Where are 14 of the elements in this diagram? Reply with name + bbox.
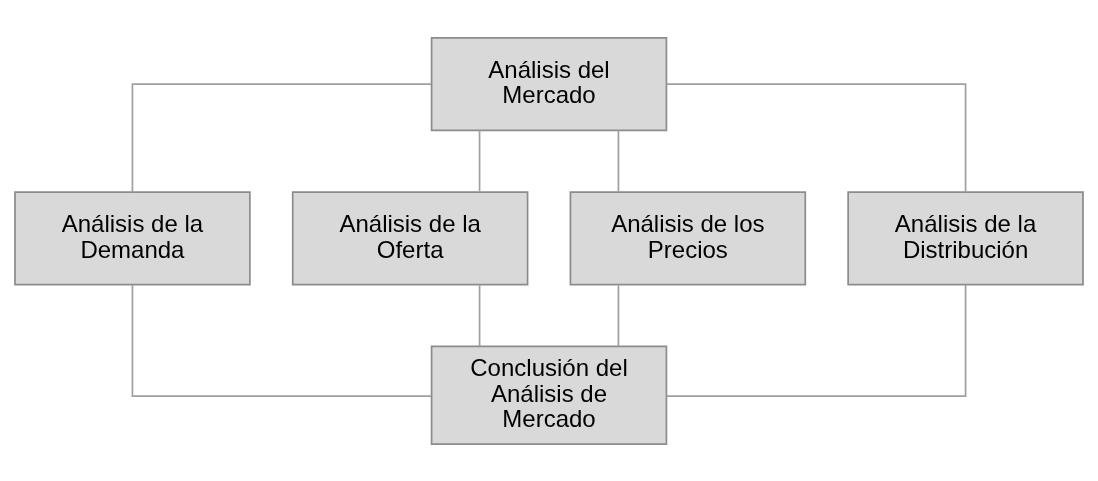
- connector: [131, 283, 433, 397]
- connector: [478, 129, 481, 192]
- node-box: Análisis de la Demanda: [14, 190, 251, 286]
- connector: [665, 82, 967, 193]
- node-box: Análisis de los Precios: [569, 190, 807, 286]
- connector: [617, 284, 620, 347]
- node-box: Conclusión del Análisis de Mercado: [430, 345, 668, 445]
- connector: [617, 129, 620, 192]
- connector: [131, 82, 433, 193]
- node-box: Análisis del Mercado: [430, 36, 668, 131]
- node-box: Análisis de la Distribución: [847, 190, 1084, 286]
- connector: [665, 283, 967, 397]
- connector: [478, 284, 481, 347]
- node-box: Análisis de la Oferta: [291, 190, 529, 286]
